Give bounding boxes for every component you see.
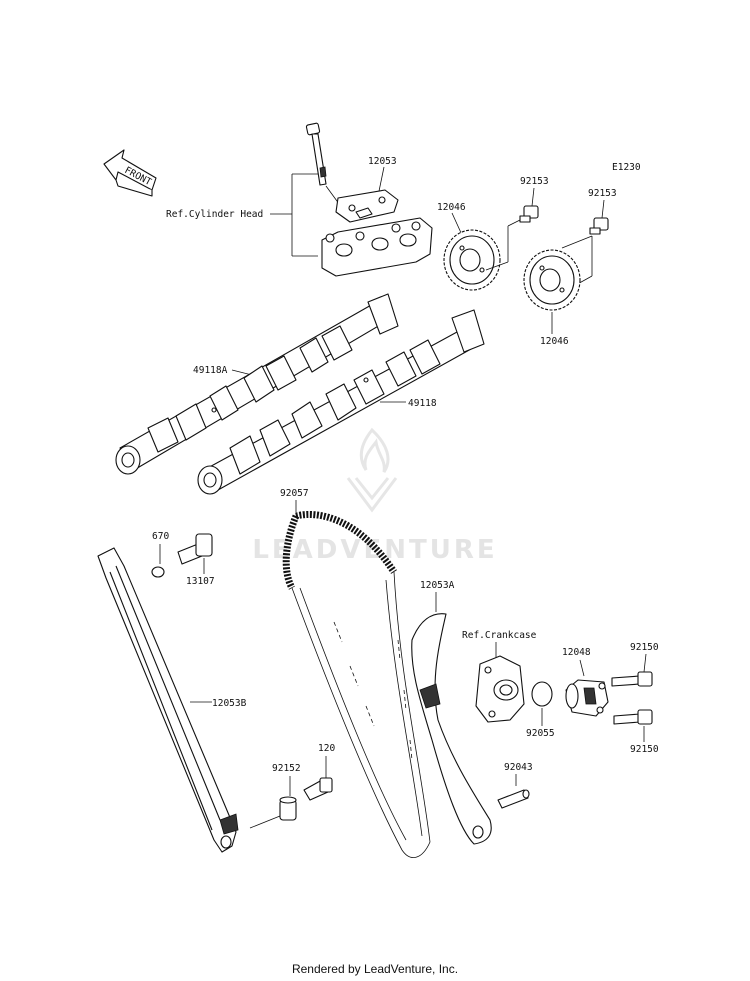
dowel-pin [497,789,530,809]
bolt-120 [303,777,333,801]
label-12053B: 12053B [212,698,247,709]
long-bolt [305,122,327,186]
camshaft-exhaust [197,309,485,495]
ref-crankcase: Ref.Crankcase [462,630,537,641]
cam-cap-block [321,217,433,277]
label-92153-a: 92153 [520,176,549,187]
tensioner-bolt-upper [611,671,653,687]
gasket-oring [531,681,553,707]
label-12053: 12053 [368,156,397,167]
cam-sprocket-lower [523,249,581,311]
chain-guide-rear [97,547,239,853]
label-92150-lower: 92150 [630,744,659,755]
label-670: 670 [152,531,169,542]
label-12046-upper: 12046 [437,202,466,213]
label-92055: 92055 [526,728,555,739]
label-92150-upper: 92150 [630,642,659,653]
camshaft-intake [115,293,399,475]
chain-guide-front [411,613,492,845]
label-92153-b: 92153 [588,188,617,199]
label-12053A: 12053A [420,580,455,591]
crankcase-mount [475,655,525,723]
label-120: 120 [318,743,335,754]
label-49118: 49118 [408,398,437,409]
front-arrow-icon: FRONT [103,149,157,197]
sprocket-bolt-a [519,205,539,223]
small-oring [151,566,165,578]
watermark-text: LEADVENTURE [252,535,497,565]
label-92057: 92057 [280,488,309,499]
chain-tensioner [565,679,609,717]
label-49118A: 49118A [193,365,228,376]
ref-cylinder-head: Ref.Cylinder Head [166,209,263,220]
sprocket-bolt-b [589,217,609,235]
cam-chain [282,510,431,858]
footer-credit: Rendered by LeadVenture, Inc. [291,962,459,976]
label-12046-lower: 12046 [540,336,569,347]
cam-sprocket-upper [443,229,501,291]
collar [279,796,297,821]
camshaft-holder [335,189,399,223]
label-92043: 92043 [504,762,533,773]
label-92152: 92152 [272,763,301,774]
watermark-logo [346,427,398,513]
guide-bolt [177,533,213,565]
label-13107: 13107 [186,576,215,587]
diagram-code: E1230 [612,162,641,173]
tensioner-bolt-lower [613,709,653,725]
label-12048: 12048 [562,647,591,658]
